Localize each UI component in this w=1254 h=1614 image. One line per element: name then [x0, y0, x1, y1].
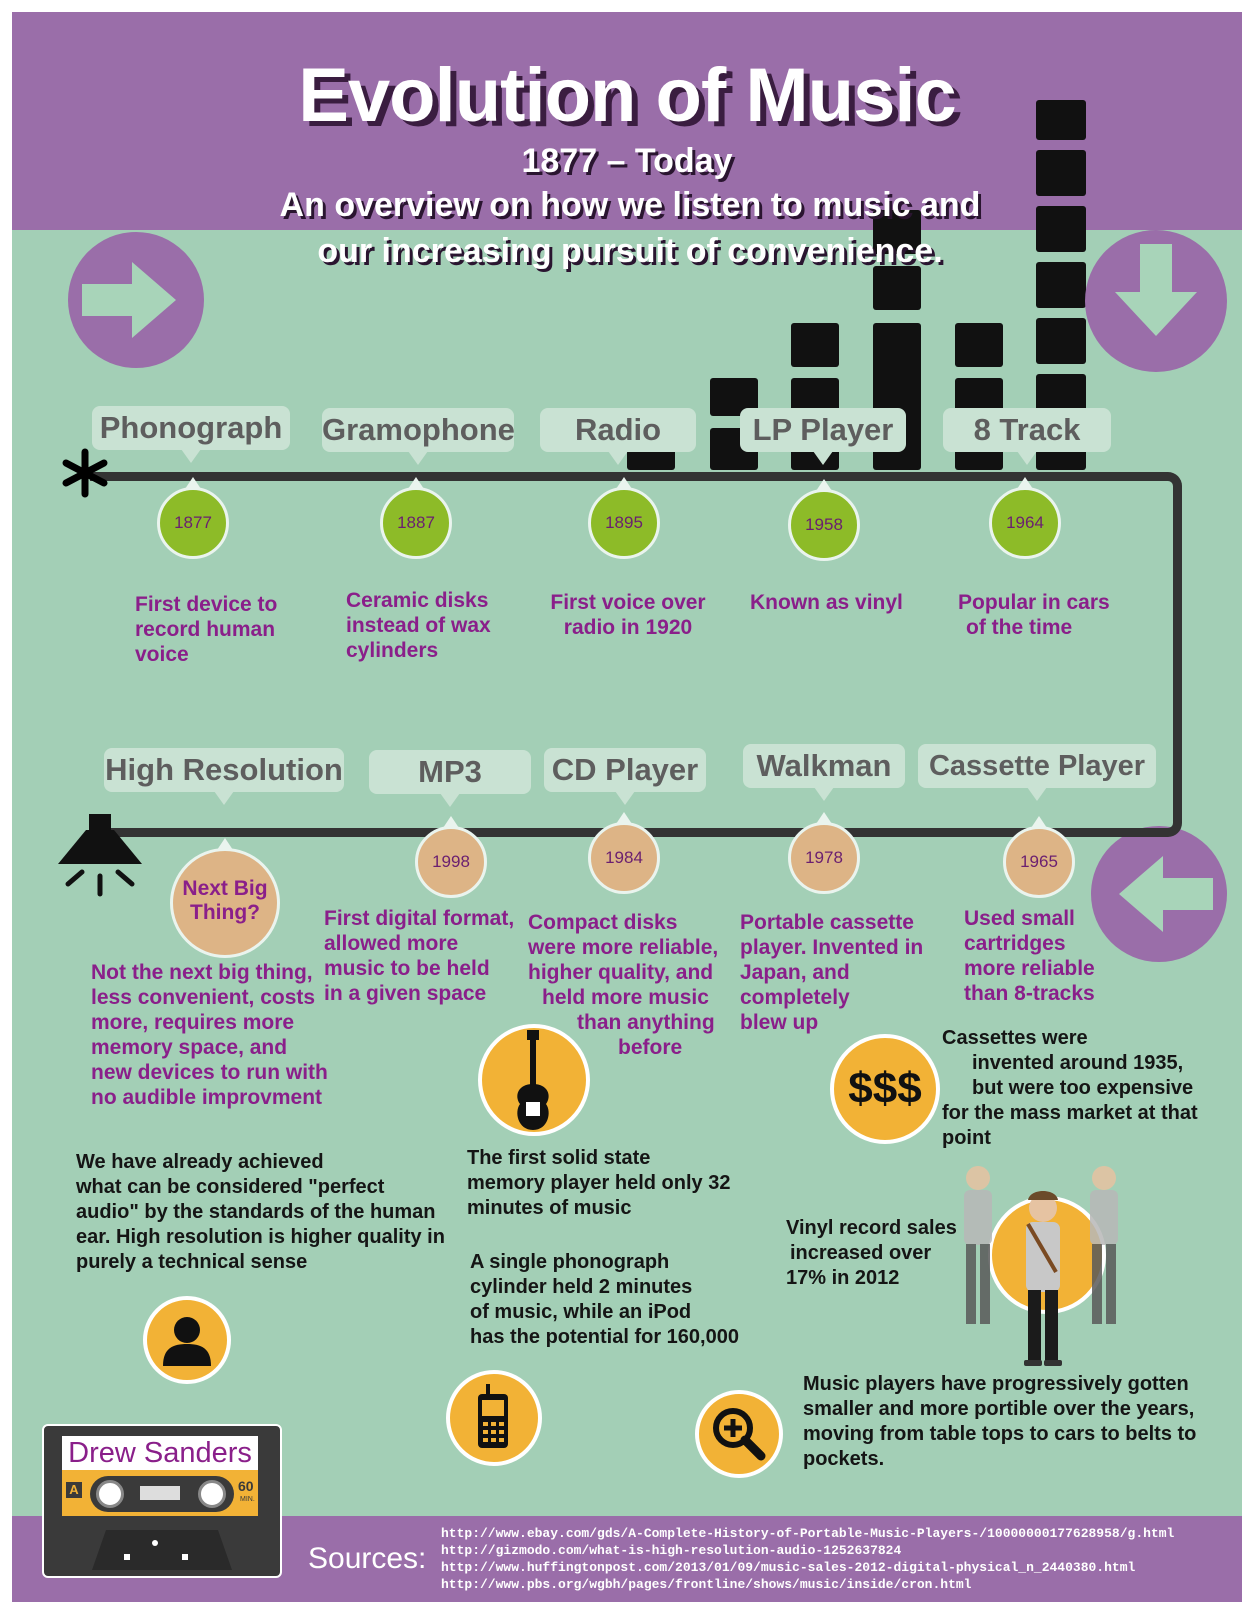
year-1978: 1978 [788, 812, 860, 894]
year-1965: 1965 [1003, 816, 1075, 898]
year-1964: 1964 [989, 477, 1061, 559]
desc-high-resolution: Not the next big thing,less convenient, … [91, 961, 328, 1109]
year-range: 1877 – Today [521, 142, 733, 180]
label-cd-player: CD Player [544, 748, 706, 805]
next-big-thing-badge: Next Big Thing? [170, 838, 280, 958]
person-icon [143, 1296, 231, 1384]
year-1998: 1998 [415, 816, 487, 898]
asterisk-icon [60, 448, 110, 498]
label-gramophone: Gramophone [322, 408, 515, 465]
cassette-tape-icon: Drew Sanders A 60 MIN. [42, 1424, 282, 1578]
year-1895: 1895 [588, 477, 660, 559]
label-8-track: 8 Track [943, 408, 1111, 465]
label-cassette-player: Cassette Player [918, 744, 1156, 801]
desc-cd-player: Compact disks were more reliable, higher… [528, 911, 719, 1059]
label-radio: Radio [540, 408, 696, 465]
label-walkman: Walkman [743, 744, 905, 801]
cassette-side: A [66, 1482, 82, 1498]
source-link[interactable]: http://gizmodo.com/what-is-high-resoluti… [441, 1543, 902, 1558]
sources-label: Sources: [308, 1542, 427, 1575]
page-title: Evolution of Music [298, 53, 957, 138]
people-illustration [948, 1160, 1138, 1370]
dollar-icon: $$$ [830, 1034, 940, 1144]
label-high-resolution: High Resolution [104, 748, 344, 805]
source-link[interactable]: http://www.ebay.com/gds/A-Complete-Histo… [441, 1526, 1175, 1541]
cassette-unit: MIN. [240, 1496, 255, 1503]
lamp-icon [56, 814, 146, 899]
source-link[interactable]: http://www.pbs.org/wgbh/pages/frontline/… [441, 1577, 972, 1592]
year-1887: 1887 [380, 477, 452, 559]
subtitle: An overview on how we listen to music an… [250, 182, 1010, 274]
arrow-left-icon [1091, 826, 1227, 962]
desc-lp-player: Known as vinyl [750, 591, 903, 614]
source-link[interactable]: http://www.huffingtonpost.com/2013/01/09… [441, 1560, 1136, 1575]
year-1877: 1877 [157, 477, 229, 559]
magnifier-icon [695, 1390, 783, 1478]
subtitle-line: our increasing pursuit of convenience. [317, 232, 943, 270]
label-phonograph: Phonograph [92, 406, 290, 463]
cassette-length: 60 [238, 1478, 254, 1494]
arrow-down-icon [1085, 230, 1227, 372]
phone-icon [446, 1370, 542, 1466]
cassette-label: Drew Sanders [62, 1436, 258, 1470]
label-mp3: MP3 [369, 750, 531, 807]
note-cassettes: Cassettes were invented around 1935, but… [942, 1027, 1198, 1149]
label-lp-player: LP Player [740, 408, 906, 465]
subtitle-line: An overview on how we listen to music an… [279, 186, 981, 224]
guitar-icon [478, 1024, 590, 1136]
year-1984: 1984 [588, 812, 660, 894]
arrow-right-icon [68, 232, 204, 368]
year-1958: 1958 [788, 479, 860, 561]
